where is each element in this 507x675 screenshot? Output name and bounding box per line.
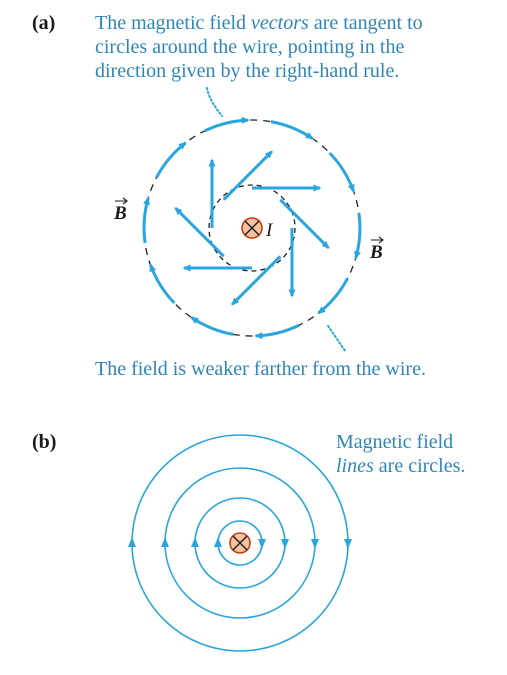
field-vector-outer — [317, 277, 349, 315]
panel-a-label: (a) — [32, 12, 55, 34]
field-vector-inner — [279, 198, 330, 249]
field-line-arrow-up — [214, 537, 222, 547]
field-line-arrow-up — [191, 537, 199, 547]
caption-pointer-bottom — [327, 325, 347, 353]
panel-b-caption-line-2: lines are circles. — [336, 455, 465, 477]
field-vector-outer — [149, 263, 176, 305]
field-vector-outer — [190, 316, 234, 336]
panel-b-caption-line-1: Magnetic field — [336, 431, 453, 453]
inner-dashed-circle — [208, 184, 296, 272]
panel-a-caption-line-3: direction given by the right-hand rule. — [95, 60, 399, 82]
field-vector-inner — [222, 150, 273, 201]
field-line-circles — [128, 434, 352, 652]
panel-b-caption: Magnetic field lines are circles. — [336, 431, 465, 477]
field-label-right: B — [369, 236, 384, 263]
svg-text:B: B — [369, 242, 383, 263]
field-line-arrow-down — [281, 539, 289, 549]
outer-field-vectors — [142, 116, 362, 340]
field-vector-outer — [204, 116, 250, 133]
field-label-left: B — [113, 197, 128, 224]
svg-text:B: B — [113, 203, 127, 224]
field-line-arrow-down — [311, 539, 319, 549]
panel-b: (b) Magnetic field lines are circles. — [32, 431, 465, 652]
field-line-arrow-up — [128, 537, 136, 547]
field-vector-outer — [142, 196, 150, 244]
field-vector-outer — [270, 120, 314, 140]
current-into-page-icon — [241, 217, 263, 239]
panel-a-bottom-caption: The field is weaker farther from the wir… — [95, 358, 426, 380]
field-line-arrow-up — [161, 537, 169, 547]
field-vector-outer — [328, 151, 355, 193]
current-into-page-icon — [229, 532, 251, 554]
current-label: I — [265, 220, 274, 241]
caption-pointer-top — [206, 87, 223, 117]
panel-b-label: (b) — [32, 431, 56, 453]
field-vector-inner — [174, 207, 225, 258]
field-line-arrow-down — [344, 539, 352, 549]
field-vector-outer — [155, 141, 187, 179]
panel-a-caption-line-1: The magnetic field vectors are tangent t… — [95, 12, 423, 34]
panel-a-caption-line-2: circles around the wire, pointing in the — [95, 36, 404, 58]
field-vector-outer — [354, 212, 362, 260]
field-vector-inner — [231, 255, 282, 306]
field-line-arrow-down — [258, 539, 266, 549]
inner-field-vectors — [174, 150, 330, 306]
panel-a: (a) The magnetic field vectors are tange… — [32, 12, 428, 380]
field-vector-outer — [254, 323, 300, 340]
panel-a-caption: The magnetic field vectors are tangent t… — [95, 12, 428, 82]
